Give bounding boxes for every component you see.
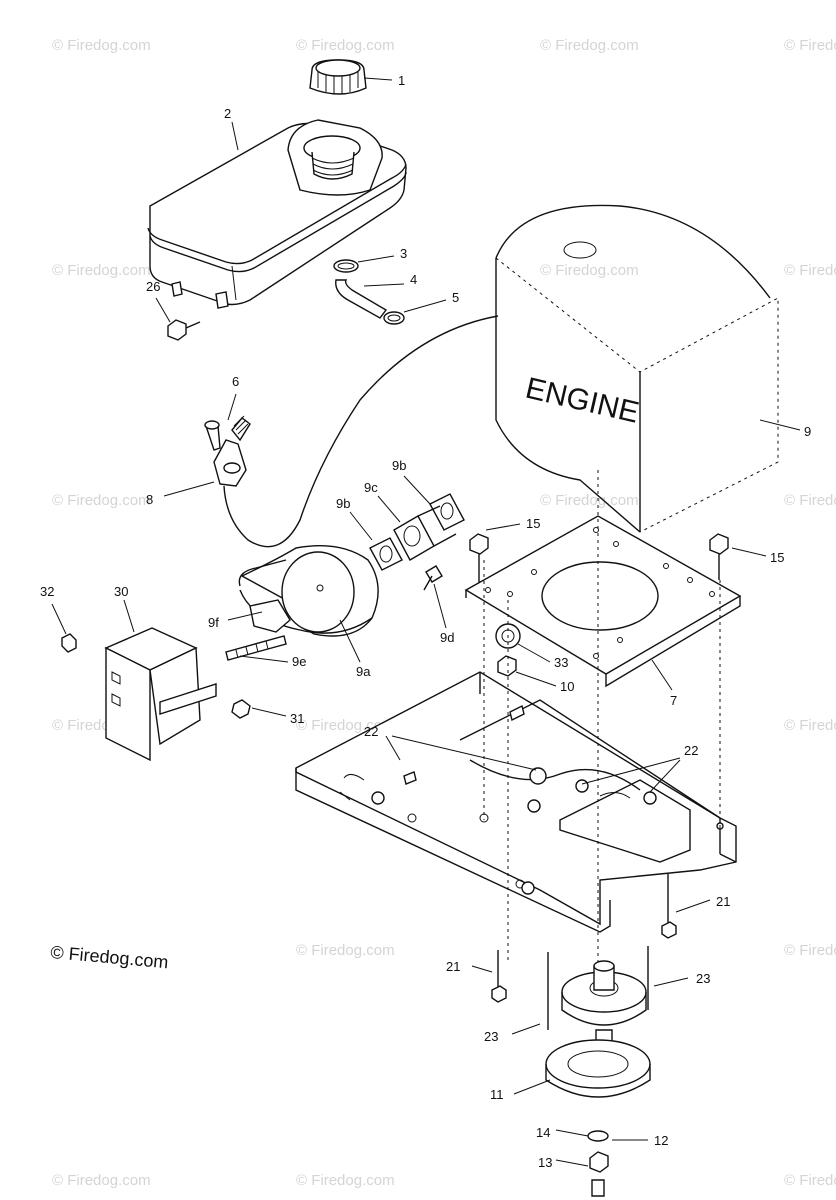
part-label-9a: 9a <box>356 664 371 679</box>
part-label-12: 12 <box>654 1133 668 1148</box>
part-label-8: 8 <box>146 492 153 507</box>
part-label-30: 30 <box>114 584 128 599</box>
fuel-cap-drawing <box>309 59 367 95</box>
part-label-14: 14 <box>536 1125 550 1140</box>
heat-shield-drawing <box>61 627 251 762</box>
part-label-7: 7 <box>670 693 677 708</box>
watermark: © Firedog.com <box>296 942 395 959</box>
watermark: © Firedog.com <box>784 37 836 54</box>
watermark: © Firedog.com <box>52 1172 151 1189</box>
part-label-2: 2 <box>224 106 231 121</box>
part-label-9e: 9e <box>292 654 306 669</box>
fuel-line-drawing <box>333 259 405 325</box>
watermark: © Firedog.com <box>784 492 836 509</box>
part-label-23-left: 23 <box>484 1029 498 1044</box>
watermark: © Firedog.com <box>784 717 836 734</box>
part-label-21-right: 21 <box>716 894 730 909</box>
fuel-tank-drawing <box>147 119 407 309</box>
part-label-15-left: 15 <box>526 516 540 531</box>
part-label-9c: 9c <box>364 480 378 495</box>
part-label-31: 31 <box>290 711 304 726</box>
watermark: © Firedog.com <box>52 262 151 279</box>
part-label-23-right: 23 <box>696 971 710 986</box>
part-label-22-right: 22 <box>684 743 698 758</box>
part-label-3: 3 <box>400 246 407 261</box>
tank-screw-drawing <box>167 319 201 341</box>
part-labels: 1 2 3 4 5 26 6 8 9 9b 9c 9b 15 15 32 30 … <box>40 73 811 1170</box>
watermark: © Firedog.com <box>296 1172 395 1189</box>
watermark: © Firedog.com <box>540 262 639 279</box>
mount-plate-drawing <box>464 515 742 688</box>
exhaust-gaskets-drawing <box>369 493 465 591</box>
part-label-9d: 9d <box>440 630 454 645</box>
part-label-15-right: 15 <box>770 550 784 565</box>
engine-block-drawing: ENGINE <box>495 204 779 533</box>
watermark: © Firedog.com <box>784 262 836 279</box>
engine-label: ENGINE <box>522 372 642 430</box>
part-label-32: 32 <box>40 584 54 599</box>
copyright-notice: © Firedog.com <box>50 942 170 972</box>
frame-drawing <box>295 671 737 933</box>
part-label-22-left: 22 <box>364 724 378 739</box>
watermark: © Firedog.com <box>52 37 151 54</box>
part-label-9b-top: 9b <box>392 458 406 473</box>
watermark: © Firedog.com <box>540 37 639 54</box>
watermark: © Firedog.com <box>784 942 836 959</box>
pulley-assembly-drawing <box>483 470 721 1197</box>
part-label-21-left: 21 <box>446 959 460 974</box>
part-label-26: 26 <box>146 279 160 294</box>
watermark: © Firedog.com <box>784 1172 836 1189</box>
part-label-9b-left: 9b <box>336 496 350 511</box>
watermark: © Firedog.com <box>540 492 639 509</box>
part-label-9: 9 <box>804 424 811 439</box>
part-label-9f: 9f <box>208 615 219 630</box>
part-label-1: 1 <box>398 73 405 88</box>
part-label-13: 13 <box>538 1155 552 1170</box>
leader-lines <box>51 77 801 1167</box>
watermark: © Firedog.com <box>52 492 151 509</box>
part-label-4: 4 <box>410 272 417 287</box>
part-label-10: 10 <box>560 679 574 694</box>
mount-bolts-drawing <box>469 533 729 590</box>
part-label-6: 6 <box>232 374 239 389</box>
muffler-drawing <box>225 545 379 661</box>
part-label-5: 5 <box>452 290 459 305</box>
part-label-33: 33 <box>554 655 568 670</box>
part-label-11: 11 <box>490 1087 504 1102</box>
throttle-control-drawing <box>204 315 499 548</box>
watermark: © Firedog.com <box>296 37 395 54</box>
